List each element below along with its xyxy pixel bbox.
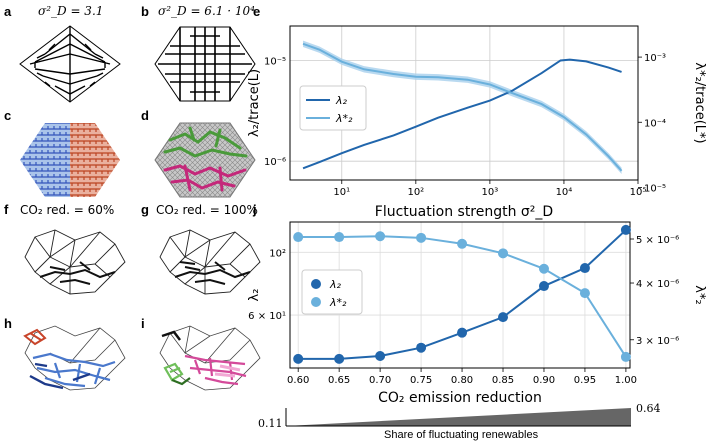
y-tick-label: 10⁻⁵ xyxy=(264,56,286,67)
series-line-lambda2-star xyxy=(302,42,623,172)
data-point-lambda2-star xyxy=(416,232,427,243)
grid-map-g xyxy=(159,229,261,295)
legend-label: λ₂ xyxy=(335,94,348,107)
panel-title-a: σ²_D = 3.1 xyxy=(38,4,104,18)
legend-label: λ₂ xyxy=(329,278,342,291)
panel-label-g: g xyxy=(141,202,149,217)
grid-map-h xyxy=(23,325,126,391)
x-tick-label: 1.00 xyxy=(615,375,637,386)
data-point-lambda2 xyxy=(457,327,468,338)
data-point-lambda2-star xyxy=(334,232,345,243)
y-axis-label: λ₂ xyxy=(248,289,262,302)
data-point-lambda2 xyxy=(334,353,345,364)
data-point-lambda2 xyxy=(416,342,427,353)
data-point-lambda2 xyxy=(375,351,386,362)
y-tick-label: 10⁻⁶ xyxy=(264,157,286,168)
panel-label-b: b xyxy=(141,4,149,19)
x-tick-label: 10⁵ xyxy=(630,187,647,198)
data-point-lambda2-star xyxy=(538,263,549,274)
network-diagram-c xyxy=(20,123,120,197)
y2-tick-label: 10⁻³ xyxy=(644,53,666,64)
grid-map-f xyxy=(24,229,126,295)
data-point-lambda2-star xyxy=(620,351,631,362)
x-tick-label: 10³ xyxy=(482,187,499,198)
data-point-lambda2 xyxy=(579,263,590,274)
x-tick-label: 0.90 xyxy=(533,375,555,386)
legend-box xyxy=(299,85,367,131)
x-tick-label: 0.60 xyxy=(287,375,309,386)
x-tick-label: 10¹ xyxy=(333,187,350,198)
x-tick-label: 0.85 xyxy=(492,375,514,386)
renewables-share-wedge xyxy=(285,408,631,427)
x-axis-label: Fluctuation strength σ²_D xyxy=(375,204,553,220)
renewables-caption: Share of fluctuating renewables xyxy=(384,429,539,441)
chart-j: 0.60 0.65 0.70 0.75 0.80 0.85 0.90 0.95 1.00 6 × … xyxy=(248,221,706,406)
series-line-lambda2 xyxy=(302,58,622,170)
panel-title-g: CO₂ red. = 100% xyxy=(156,203,258,217)
x-tick-label: 10⁴ xyxy=(556,187,573,198)
y2-tick-label: 4 × 10⁻⁶ xyxy=(636,279,679,290)
y2-tick-label: 5 × 10⁻⁶ xyxy=(636,235,679,246)
renewables-max-label: 0.64 xyxy=(636,402,661,415)
y-tick-label: 10² xyxy=(269,248,286,259)
data-point-lambda2 xyxy=(620,224,631,235)
panel-label-e: e xyxy=(253,4,261,19)
legend-marker xyxy=(311,297,321,307)
legend-marker xyxy=(311,279,321,289)
series-band-lambda2-star xyxy=(303,40,622,174)
data-point-lambda2-star xyxy=(498,248,509,259)
x-tick-label: 10² xyxy=(407,187,424,198)
grid-map-i xyxy=(159,325,261,391)
x-tick-label: 0.70 xyxy=(369,375,391,386)
panel-title-f: CO₂ red. = 60% xyxy=(20,203,115,217)
panel-label-c: c xyxy=(4,108,12,123)
network-diagram-b xyxy=(154,26,256,102)
x-axis-label: CO₂ emission reduction xyxy=(378,390,542,406)
plot-frame xyxy=(289,25,639,181)
x-tick-label: 0.80 xyxy=(451,375,473,386)
panel-title-b: σ²_D = 6.1 · 10⁴ xyxy=(158,4,255,18)
panel-label-f: f xyxy=(4,202,9,217)
network-diagram-a xyxy=(19,25,121,103)
x-tick-label: 0.65 xyxy=(328,375,350,386)
data-point-lambda2-star xyxy=(375,231,386,242)
renewables-min-label: 0.11 xyxy=(258,417,283,430)
data-point-lambda2 xyxy=(293,353,304,364)
y2-tick-label: 10⁻⁵ xyxy=(644,183,666,194)
data-point-lambda2 xyxy=(498,312,509,323)
data-point-lambda2-star xyxy=(293,232,304,243)
panel-label-a: a xyxy=(4,4,12,19)
panel-label-i: i xyxy=(141,316,145,331)
y2-axis-label: λ*₂ xyxy=(692,285,706,304)
y2-tick-label: 10⁻⁴ xyxy=(644,118,666,129)
network-diagram-d xyxy=(154,122,256,198)
panel-label-j: j xyxy=(253,202,257,217)
x-tick-label: 0.95 xyxy=(574,375,596,386)
y2-axis-label: λ*₂/trace(L*) xyxy=(692,62,706,143)
plot-frame xyxy=(289,221,631,369)
panel-label-h: h xyxy=(4,316,12,331)
panel-label-d: d xyxy=(141,108,149,123)
y2-tick-label: 3 × 10⁻⁶ xyxy=(636,336,679,347)
y-tick-label: 6 × 10¹ xyxy=(248,311,286,322)
x-tick-label: 0.75 xyxy=(410,375,432,386)
legend-label: λ*₂ xyxy=(335,112,353,125)
data-point-lambda2 xyxy=(538,281,549,292)
data-point-lambda2-star xyxy=(579,288,590,299)
legend-label: λ*₂ xyxy=(329,296,347,309)
chart-e: 10¹ 10² 10³ 10⁴ 10⁵ 10⁻⁶ 10⁻⁵ 10⁻⁵ 10⁻⁴ 10⁻³ λ₂ λ*₂… xyxy=(248,25,706,220)
data-point-lambda2-star xyxy=(457,238,468,249)
y-axis-label: λ₂/trace(L) xyxy=(248,69,262,137)
